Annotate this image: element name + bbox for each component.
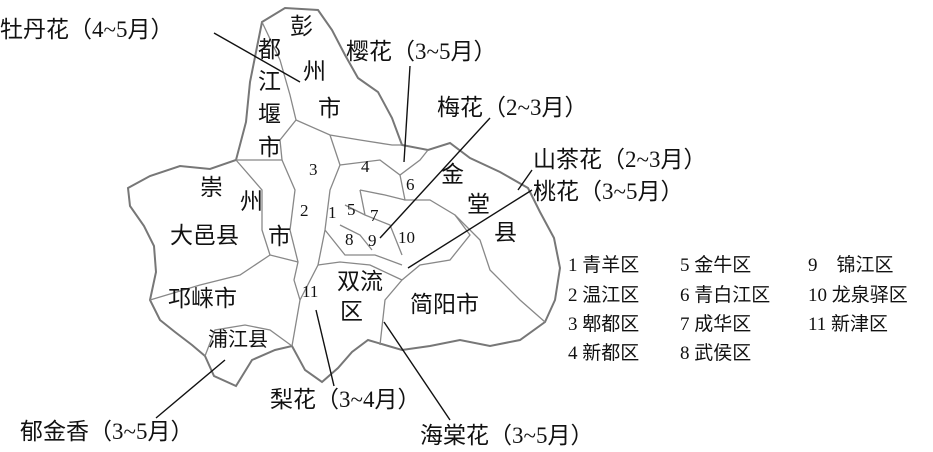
- label-pujiang: 浦江县: [208, 329, 268, 351]
- label-jianyang: 简阳市: [410, 292, 479, 317]
- label-shuangliu-2: 区: [340, 299, 363, 324]
- label-jintang-3: 县: [494, 220, 517, 245]
- district-number-3: 3: [309, 160, 318, 179]
- legend-item: 3 郫都区: [568, 314, 640, 335]
- annotation-tulip: 郁金香（3~5月）: [20, 419, 194, 444]
- annotation-begonia: 海棠花（3~5月）: [420, 423, 594, 448]
- district-number-4: 4: [361, 157, 370, 176]
- legend-item: 5 金牛区: [680, 255, 752, 276]
- label-qionglai: 邛崃市: [168, 286, 237, 311]
- label-pengzhou-1: 彭: [290, 14, 313, 39]
- label-dujiangyan-3: 堰: [258, 102, 281, 127]
- legend-item: 7 成华区: [680, 314, 752, 335]
- legend-item: 11 新津区: [808, 314, 889, 335]
- legend-item: 6 青白江区: [680, 285, 771, 306]
- city-outline: [126, 6, 562, 388]
- label-dujiangyan-2: 江: [258, 69, 281, 94]
- label-pengzhou-3: 市: [318, 96, 341, 121]
- annotation-plum: 梅花（2~3月）: [437, 95, 588, 120]
- label-jintang-1: 金: [441, 162, 464, 187]
- label-chongzhou-2: 州: [240, 189, 263, 214]
- legend-item: 10 龙泉驿区: [808, 285, 908, 306]
- district-number-1: 1: [328, 203, 337, 222]
- district-number-11: 11: [302, 282, 319, 301]
- district-number-2: 2: [300, 201, 309, 220]
- legend-item: 8 武侯区: [680, 343, 752, 364]
- legend-item: 1 青羊区: [568, 255, 640, 276]
- legend-item: 2 温江区: [568, 285, 640, 306]
- label-dujiangyan-4: 市: [258, 135, 281, 160]
- annotation-pear: 梨花（3~4月）: [270, 387, 421, 412]
- annotation-cherry: 樱花（3~5月）: [346, 39, 497, 64]
- district-boundaries: [149, 21, 546, 357]
- label-chongzhou-1: 崇: [200, 175, 223, 200]
- annotation-camellia: 山茶花（2~3月）: [533, 147, 707, 172]
- district-number-9: 9: [368, 231, 377, 250]
- legend-item: 9 锦江区: [808, 255, 894, 276]
- annotation-peach: 桃花（3~5月）: [533, 179, 684, 204]
- label-chongzhou-3: 市: [268, 224, 291, 249]
- label-jintang-2: 堂: [467, 192, 490, 217]
- label-pengzhou-2: 州: [303, 59, 326, 84]
- district-number-10: 10: [398, 228, 415, 247]
- legend-item: 4 新都区: [568, 343, 640, 364]
- leader-lines: [155, 32, 533, 421]
- annotation-peony: 牡丹花（4~5月）: [0, 17, 174, 42]
- district-number-8: 8: [345, 230, 354, 249]
- label-dujiangyan-1: 都: [258, 37, 281, 62]
- label-shuangliu-1: 双流: [337, 269, 383, 294]
- district-number-7: 7: [370, 206, 379, 225]
- label-dayi: 大邑县: [170, 223, 239, 248]
- district-number-6: 6: [406, 175, 415, 194]
- district-number-5: 5: [347, 200, 356, 219]
